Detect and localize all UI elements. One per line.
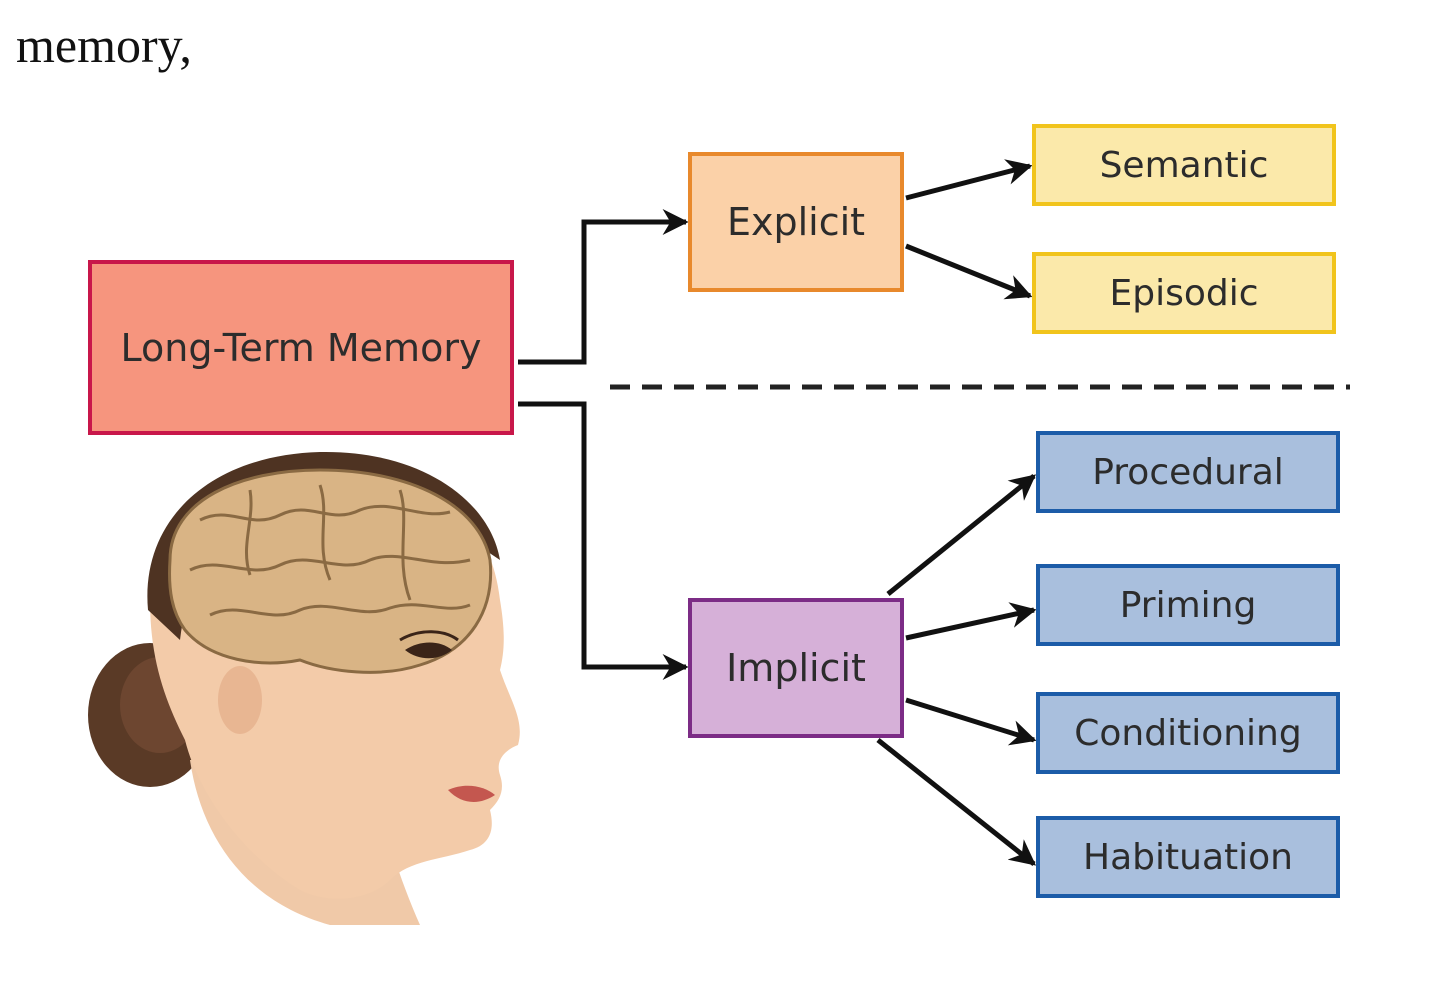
explicit-box: Explicit [688, 152, 904, 292]
connector-implicit-priming [905, 602, 1037, 641]
explicit-label: Explicit [726, 200, 866, 244]
procedural-box: Procedural [1036, 431, 1340, 513]
connector-ltm-implicit [518, 401, 689, 680]
priming-label: Priming [1119, 584, 1257, 626]
habituation-label: Habituation [1083, 836, 1293, 878]
connector-implicit-conditioning [905, 697, 1037, 746]
habituation-box: Habituation [1036, 816, 1340, 898]
head-with-brain-illustration [88, 451, 520, 925]
procedural-label: Procedural [1092, 451, 1284, 493]
long-term-memory-label: Long-Term Memory [120, 325, 482, 370]
semantic-box: Semantic [1032, 124, 1336, 206]
episodic-label: Episodic [1109, 272, 1259, 314]
semantic-label: Semantic [1099, 144, 1269, 186]
connector-explicit-episodic [905, 243, 1033, 300]
long-term-memory-box: Long-Term Memory [88, 260, 514, 435]
implicit-box: Implicit [688, 598, 904, 738]
connector-implicit-procedural [886, 474, 1037, 596]
episodic-box: Episodic [1032, 252, 1336, 334]
implicit-label: Implicit [726, 646, 866, 690]
connector-ltm-explicit [518, 209, 689, 365]
body-text-fragment: memory, [16, 17, 192, 73]
connector-explicit-semantic [905, 159, 1033, 201]
conditioning-label: Conditioning [1074, 712, 1302, 754]
connector-implicit-habituation [876, 738, 1037, 866]
priming-box: Priming [1036, 564, 1340, 646]
conditioning-box: Conditioning [1036, 692, 1340, 774]
